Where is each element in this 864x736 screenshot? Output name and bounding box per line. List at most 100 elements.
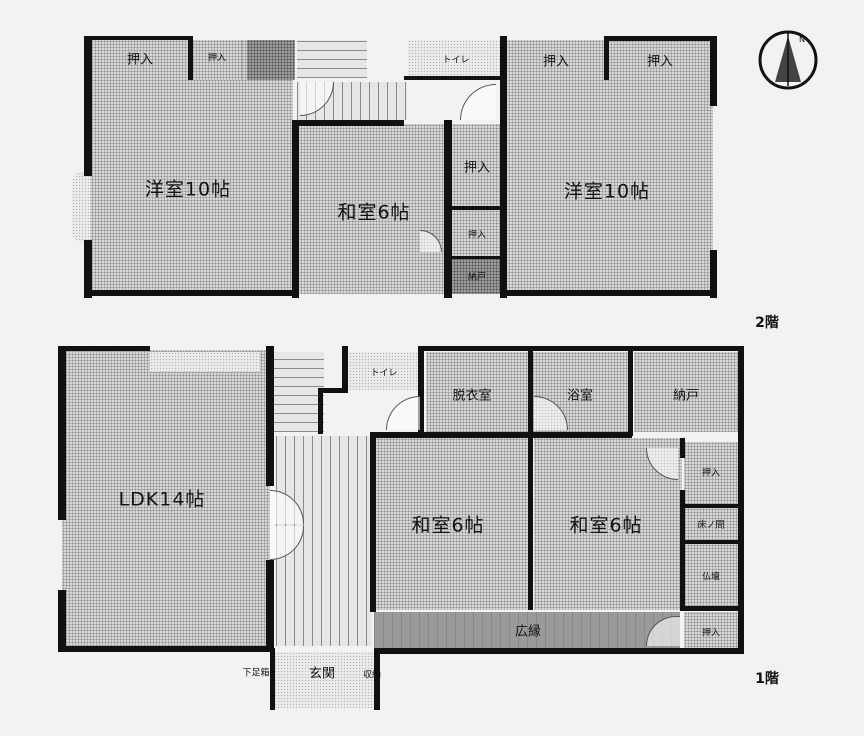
- wall: [370, 432, 632, 438]
- wall: [84, 240, 92, 298]
- wall: [292, 120, 404, 126]
- compass-north-label: N: [799, 35, 805, 44]
- wall: [292, 120, 299, 298]
- wall: [58, 346, 150, 351]
- label-closet-small-2f: 押入: [207, 53, 227, 64]
- wall: [444, 120, 452, 298]
- room-western-left-2f: [88, 40, 293, 294]
- floor-label-1f: 1階: [755, 671, 779, 687]
- wall: [710, 250, 717, 298]
- wall: [270, 648, 275, 710]
- wall: [374, 648, 744, 654]
- entrance-1f: [274, 652, 378, 708]
- room-japanese-left-1f: [374, 438, 530, 610]
- kitchen-counter-1f: [150, 352, 260, 372]
- altar-1f: [684, 544, 738, 606]
- toilet-2f: [408, 40, 504, 80]
- wall: [370, 432, 376, 612]
- room-label-western-right-2f: 洋室10帖: [563, 180, 651, 203]
- oshiire-mid-2-2f: [450, 210, 504, 256]
- room-japanese-2f: [297, 124, 447, 294]
- wall: [84, 36, 192, 40]
- label-oshiire-top-left-2f: 押入: [126, 52, 154, 68]
- wall: [58, 590, 66, 652]
- alcove-1f: [684, 508, 738, 540]
- wall: [680, 438, 685, 458]
- room-label-japanese-2f: 和室6帖: [337, 201, 411, 224]
- oshiire-mid-1-2f: [450, 124, 504, 206]
- wall: [680, 540, 740, 544]
- label-oshiire-top-mid-2f: 押入: [542, 54, 570, 70]
- room-ldk-1f: [62, 350, 270, 648]
- closet-top-left-2f: [192, 40, 242, 80]
- door-swing: [460, 84, 496, 120]
- wall: [58, 346, 66, 520]
- wall: [604, 36, 716, 41]
- wall: [84, 290, 294, 296]
- wall: [58, 646, 274, 652]
- room-label-japanese-right-1f: 和室6帖: [569, 514, 643, 537]
- compass-icon: N: [758, 30, 818, 90]
- label-oshiire-mid-1-2f: 押入: [463, 160, 491, 176]
- wall: [450, 206, 504, 210]
- wall: [318, 388, 348, 393]
- corridor-1f: [374, 612, 680, 652]
- label-entrance-1f: 玄関: [308, 666, 336, 682]
- wall: [680, 504, 740, 508]
- label-storage-small-1f: 収納: [362, 670, 382, 681]
- label-alcove-1f: 床ノ間: [697, 520, 725, 531]
- wall: [604, 36, 609, 80]
- wall: [450, 256, 504, 259]
- wall: [318, 388, 323, 434]
- wall: [266, 346, 274, 486]
- stairs-1f: [274, 352, 324, 432]
- label-oshiire-1-1f: 押入: [701, 468, 721, 479]
- toilet-1f: [346, 352, 422, 390]
- room-label-japanese-left-1f: 和室6帖: [411, 514, 485, 537]
- room-label-ldk-1f: LDK14帖: [118, 488, 206, 511]
- door-swing: [386, 396, 420, 430]
- stairs-2f: [297, 40, 367, 78]
- wall: [404, 76, 504, 80]
- label-oshiire-top-right-2f: 押入: [646, 54, 674, 70]
- wall: [500, 36, 507, 298]
- oshiire-2-1f: [684, 612, 738, 650]
- label-altar-1f: 仏壇: [701, 572, 721, 583]
- label-toilet-1f: トイレ: [370, 368, 398, 379]
- wall: [710, 36, 717, 106]
- oshiire-1-1f: [684, 442, 738, 504]
- wall: [418, 346, 742, 351]
- wall: [528, 346, 533, 610]
- wall: [266, 560, 274, 650]
- compass: N: [757, 20, 819, 100]
- wall: [680, 490, 685, 610]
- label-oshiire-2-1f: 押入: [701, 628, 721, 639]
- label-oshiire-mid-2-2f: 押入: [467, 230, 487, 241]
- wall: [418, 346, 424, 436]
- wall: [680, 606, 740, 611]
- label-dressing-1f: 脱衣室: [452, 388, 492, 404]
- wall: [628, 346, 633, 436]
- closet-dark-2f: [247, 40, 295, 80]
- wall: [374, 648, 380, 710]
- label-shoe-box-1f: 下足箱: [242, 668, 270, 679]
- label-toilet-2f: トイレ: [442, 55, 470, 66]
- label-pantry-2f: 納戸: [467, 272, 487, 283]
- label-bath-1f: 浴室: [566, 388, 594, 404]
- bath-1f: [532, 352, 630, 432]
- wall: [188, 36, 193, 80]
- dressing-1f: [426, 352, 528, 432]
- wall: [84, 36, 92, 176]
- wall: [342, 346, 348, 390]
- label-corridor-1f: 広縁: [514, 624, 542, 640]
- wall: [500, 290, 716, 296]
- balcony-bay-2f: [72, 172, 90, 242]
- wall: [738, 346, 744, 654]
- pantry-2f: [450, 258, 504, 294]
- floor-label-2f: 2階: [755, 315, 779, 331]
- room-western-right-2f: [505, 40, 713, 294]
- label-pantry-1f: 納戸: [672, 388, 700, 404]
- room-label-western-left-2f: 洋室10帖: [144, 178, 232, 201]
- pantry-1f: [634, 352, 738, 432]
